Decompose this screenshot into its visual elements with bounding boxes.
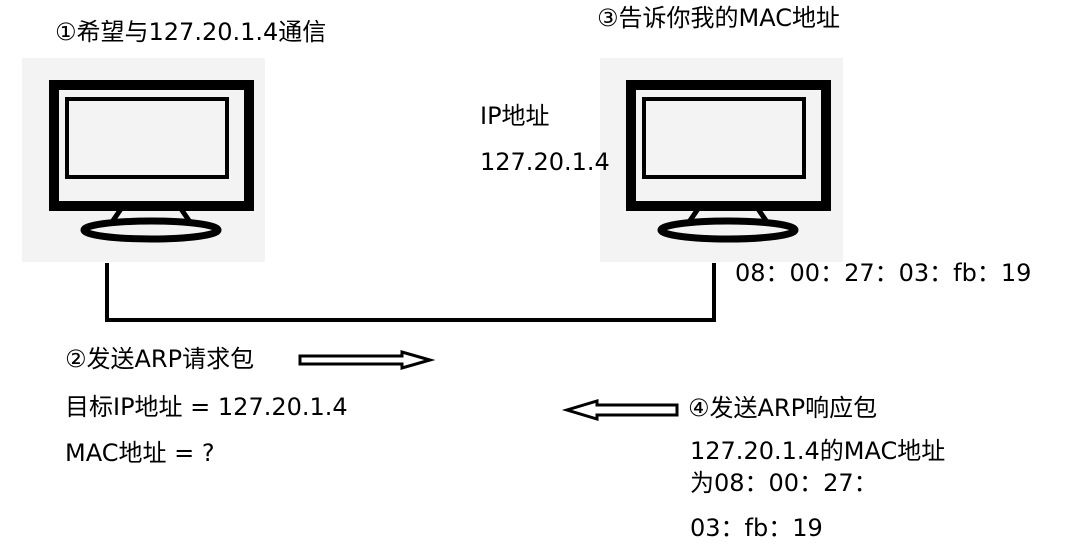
right-monitor-outer-frame bbox=[626, 80, 831, 211]
network-cable bbox=[105, 263, 716, 322]
right-monitor-icon bbox=[626, 80, 831, 243]
left-monitor-outer-frame bbox=[49, 80, 254, 211]
response-line1: 127.20.1.4的MAC地址 bbox=[690, 437, 946, 465]
request-mac-unknown: MAC地址 = ? bbox=[65, 439, 215, 467]
arrow-right-icon bbox=[298, 350, 436, 370]
left-computer-panel bbox=[22, 58, 265, 262]
response-line3: 03：fb：19 bbox=[690, 514, 823, 542]
ip-address-label: IP地址 bbox=[480, 102, 550, 130]
step4-label: ④发送ARP响应包 bbox=[688, 394, 878, 422]
step3-label: ③告诉你我的MAC地址 bbox=[597, 4, 840, 32]
step1-label: ①希望与127.20.1.4通信 bbox=[55, 18, 327, 46]
request-target-ip: 目标IP地址 = 127.20.1.4 bbox=[65, 393, 348, 421]
right-monitor-base bbox=[657, 217, 799, 243]
left-monitor-screen bbox=[65, 97, 229, 179]
right-monitor-screen bbox=[642, 97, 806, 179]
ip-address-value: 127.20.1.4 bbox=[480, 148, 610, 176]
left-monitor-base bbox=[80, 217, 222, 243]
step2-label: ②发送ARP请求包 bbox=[65, 345, 255, 373]
target-mac-value: 08：00：27：03：fb：19 bbox=[735, 259, 1032, 287]
response-line2: 为08：00：27： bbox=[690, 469, 878, 497]
left-monitor-icon bbox=[49, 80, 254, 243]
arrow-left-icon bbox=[561, 398, 679, 422]
